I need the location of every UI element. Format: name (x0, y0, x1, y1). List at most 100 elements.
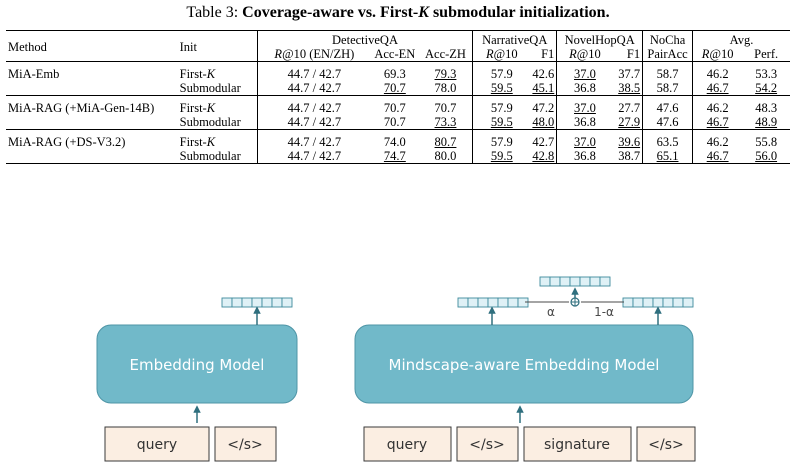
cell-value: 47.6 (642, 115, 693, 130)
vector-cell (467, 297, 479, 308)
output-vectors (221, 276, 694, 308)
cell-value: 46.2 (692, 61, 743, 81)
cell-value: 44.7 / 42.7 (256, 95, 371, 115)
cell-value: 55.8 (742, 129, 790, 149)
cell-value: 44.7 / 42.7 (256, 115, 371, 130)
cell-value: 59.5 (472, 115, 531, 130)
cell-value: 74.7 (370, 149, 419, 164)
cell-value: 48.9 (755, 115, 778, 129)
right-query-label: query (387, 437, 427, 453)
cell-value: 80.7 (418, 129, 473, 149)
sub-det-acc-zh: Acc-ZH (425, 47, 466, 61)
cell-init: Submodular (177, 149, 258, 164)
vector-cell (662, 297, 674, 308)
vector-cell (497, 297, 509, 308)
vector-cell (477, 297, 489, 308)
cell-value: 65.1 (642, 149, 693, 164)
cell-value: 59.5 (472, 81, 531, 96)
vector-cell (599, 276, 611, 287)
right-signature-label: signature (544, 437, 610, 453)
cell-method: MiA-RAG (+DS-V3.2) (6, 129, 178, 149)
right-eos-label-2: </s> (648, 437, 683, 453)
left-output-vector (221, 297, 293, 308)
cell-value: 38.5 (618, 81, 641, 95)
vector-cell (652, 297, 664, 308)
vector-cell (231, 297, 243, 308)
cell-method: MiA-Emb (6, 61, 178, 81)
cell-value: 44.7 / 42.7 (256, 149, 371, 164)
sub-nh-recall: R@10 (556, 47, 613, 62)
cell-value: 46.2 (692, 129, 743, 149)
one-minus-alpha-label: 1-α (594, 305, 614, 319)
cell-value: 47.6 (642, 95, 693, 115)
right-output-vector-b (622, 297, 694, 308)
right-eos-label-1: </s> (469, 437, 504, 453)
cell-value: 48.0 (532, 115, 555, 129)
cell-init: First-K (177, 129, 258, 149)
cell-value: 79.3 (418, 61, 473, 81)
vector-cell (261, 297, 273, 308)
header-row-groups: Method Init DetectiveQA NarrativeQA Nove… (6, 30, 790, 62)
cell-value: 46.7 (692, 81, 743, 96)
cell-value: 37.0 (556, 61, 613, 81)
left-eos-box (214, 426, 277, 462)
cell-value: 58.7 (642, 81, 693, 96)
cell-value: 47.2 (530, 95, 557, 115)
cell-value: 37.7 (612, 61, 643, 81)
vector-cell (622, 297, 634, 308)
cell-value: 45.1 (532, 81, 555, 95)
cell-value: 70.7 (418, 95, 473, 115)
header-row-subcolumns: R@10 (EN/ZH) Acc-EN Acc-ZH R@10 F1 R@10 … (6, 47, 790, 62)
vector-cell (487, 297, 499, 308)
sub-nar-f1: F1 (541, 47, 555, 61)
cell-value: 42.8 (530, 149, 557, 164)
cell-value: 53.3 (742, 61, 790, 81)
cell-value: 78.0 (434, 81, 457, 95)
cell-value: 36.8 (556, 115, 613, 130)
cell-value: 57.9 (472, 95, 531, 115)
header-method: Method (6, 30, 178, 62)
vector-cell (281, 297, 293, 308)
right-output-vector-a (457, 297, 529, 308)
header-novelhopqa: NovelHopQA (556, 30, 643, 47)
cell-value: 44.7 / 42.7 (256, 61, 371, 81)
vector-cell (642, 297, 654, 308)
cell-value: 69.3 (370, 61, 419, 81)
cell-value: 39.6 (612, 129, 643, 149)
cell-value: 57.9 (472, 129, 531, 149)
cell-value: 70.7 (370, 95, 419, 115)
cell-value: 74.0 (370, 129, 419, 149)
sub-avg-perf: Perf. (754, 47, 779, 61)
vector-cell (589, 276, 601, 287)
header-detectiveqa: DetectiveQA (256, 30, 473, 47)
cell-value: 42.6 (530, 61, 557, 81)
sub-nar-recall: R@10 (472, 47, 531, 62)
cell-value: 70.7 (383, 81, 406, 95)
right-query-box (363, 426, 452, 462)
cell-value: 44.7 / 42.7 (256, 81, 371, 96)
header-avg: Avg. (692, 30, 790, 47)
cell-value: 63.5 (642, 129, 693, 149)
embedding-model-label: Embedding Model (130, 356, 265, 374)
caption-prefix: Table 3: (186, 4, 243, 21)
vector-cell (241, 297, 253, 308)
sub-nocha-pairacc: PairAcc (642, 47, 693, 62)
right-eos-box-2 (636, 426, 696, 462)
cell-method (6, 115, 178, 130)
vector-cell (507, 297, 519, 308)
table-caption: Table 3: Coverage-aware vs. First-K subm… (0, 4, 796, 22)
sub-det-acc-en: Acc-EN (374, 47, 416, 61)
cell-init: Submodular (179, 115, 241, 129)
cell-value: 27.7 (612, 95, 643, 115)
cell-value: 48.3 (742, 95, 790, 115)
cell-value: 70.7 (383, 115, 406, 129)
cell-value: 42.7 (530, 129, 557, 149)
cell-value: 36.8 (556, 81, 613, 96)
sub-avg-recall: R@10 (692, 47, 743, 62)
